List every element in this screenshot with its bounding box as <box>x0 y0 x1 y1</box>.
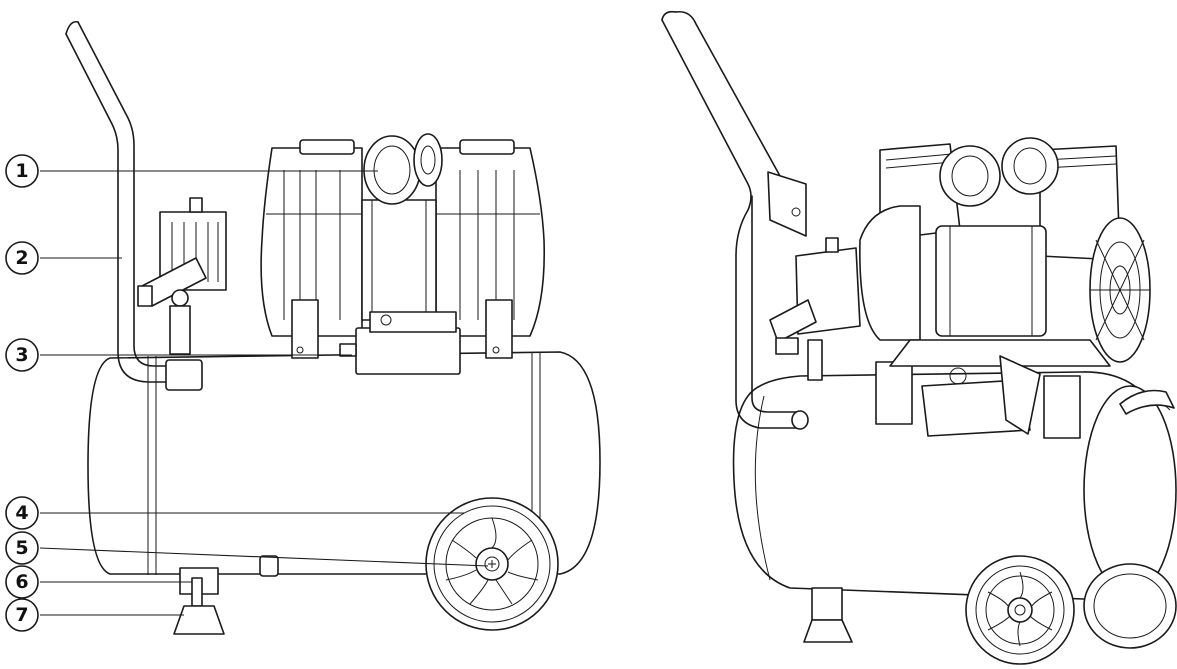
callout-7-label: 7 <box>15 604 28 626</box>
front-view: 1 2 3 4 5 <box>5 20 601 635</box>
callout-6-label: 6 <box>15 571 28 593</box>
pressure-switch-front <box>137 197 227 355</box>
callout-2: 2 <box>5 241 122 275</box>
callout-6: 6 <box>5 565 192 599</box>
drain-and-foot-front <box>173 555 279 635</box>
callout-2-label: 2 <box>15 247 28 269</box>
callout-5-label: 5 <box>15 537 28 559</box>
pump-iso <box>859 137 1151 439</box>
handle-front <box>65 20 203 391</box>
callout-4: 4 <box>5 496 464 530</box>
foot-iso <box>803 587 853 643</box>
callout-3: 3 <box>5 338 352 372</box>
callout-list: 1 2 3 4 5 <box>5 154 489 632</box>
isometric-view <box>661 10 1177 665</box>
callout-7: 7 <box>5 598 184 632</box>
pump-front <box>260 133 546 375</box>
callout-4-label: 4 <box>15 502 28 524</box>
callout-1: 1 <box>5 154 378 188</box>
handle-iso <box>661 10 809 430</box>
callout-5: 5 <box>5 531 489 567</box>
callout-3-label: 3 <box>15 344 28 366</box>
callout-1-label: 1 <box>15 160 28 182</box>
wheel-front <box>425 497 559 631</box>
pressure-switch-iso <box>769 237 861 381</box>
wheels-iso <box>965 555 1177 665</box>
